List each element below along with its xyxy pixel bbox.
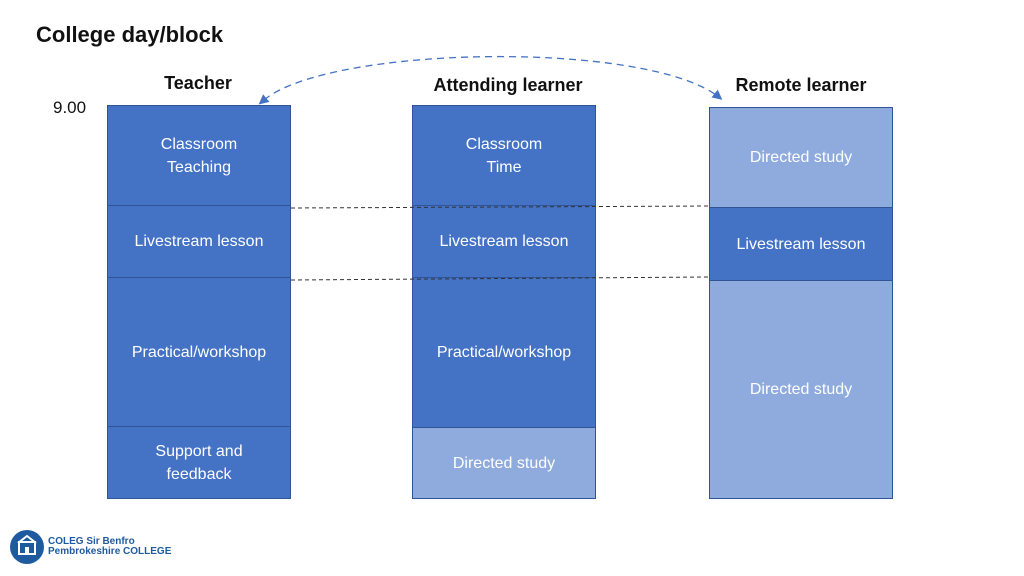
page-title: College day/block [36, 22, 224, 47]
remote-directed-study-bottom-block: Directed study [709, 280, 893, 499]
teacher-practical-block: Practical/workshop [107, 277, 291, 427]
livestream-end-dashed-line [290, 276, 710, 281]
teacher-heading: Teacher [164, 73, 232, 93]
logo-line-1: COLEG Sir Benfro [48, 536, 135, 547]
teacher-remote-link-arrow [258, 55, 723, 105]
attending-directed-study-block: Directed study [412, 427, 596, 499]
remote-learner-heading: Remote learner [735, 75, 867, 95]
logo-line-2: Pembrokeshire COLLEGE [48, 546, 172, 557]
attending-practical-block: Practical/workshop [412, 277, 596, 428]
attending-livestream-block: Livestream lesson [412, 205, 596, 278]
remote-livestream-block: Livestream lesson [709, 207, 893, 281]
attending-classroom-time-block: Classroom Time [412, 105, 596, 206]
start-time-label: 9.00 [53, 98, 87, 117]
college-logo: COLEG Sir Benfro Pembrokeshire COLLEGE [10, 530, 171, 564]
livestream-start-dashed-line [290, 205, 710, 209]
remote-directed-study-top-block: Directed study [709, 107, 893, 208]
college-crest-icon [10, 530, 44, 564]
teacher-livestream-block: Livestream lesson [107, 205, 291, 278]
teacher-support-block: Support and feedback [107, 426, 291, 499]
